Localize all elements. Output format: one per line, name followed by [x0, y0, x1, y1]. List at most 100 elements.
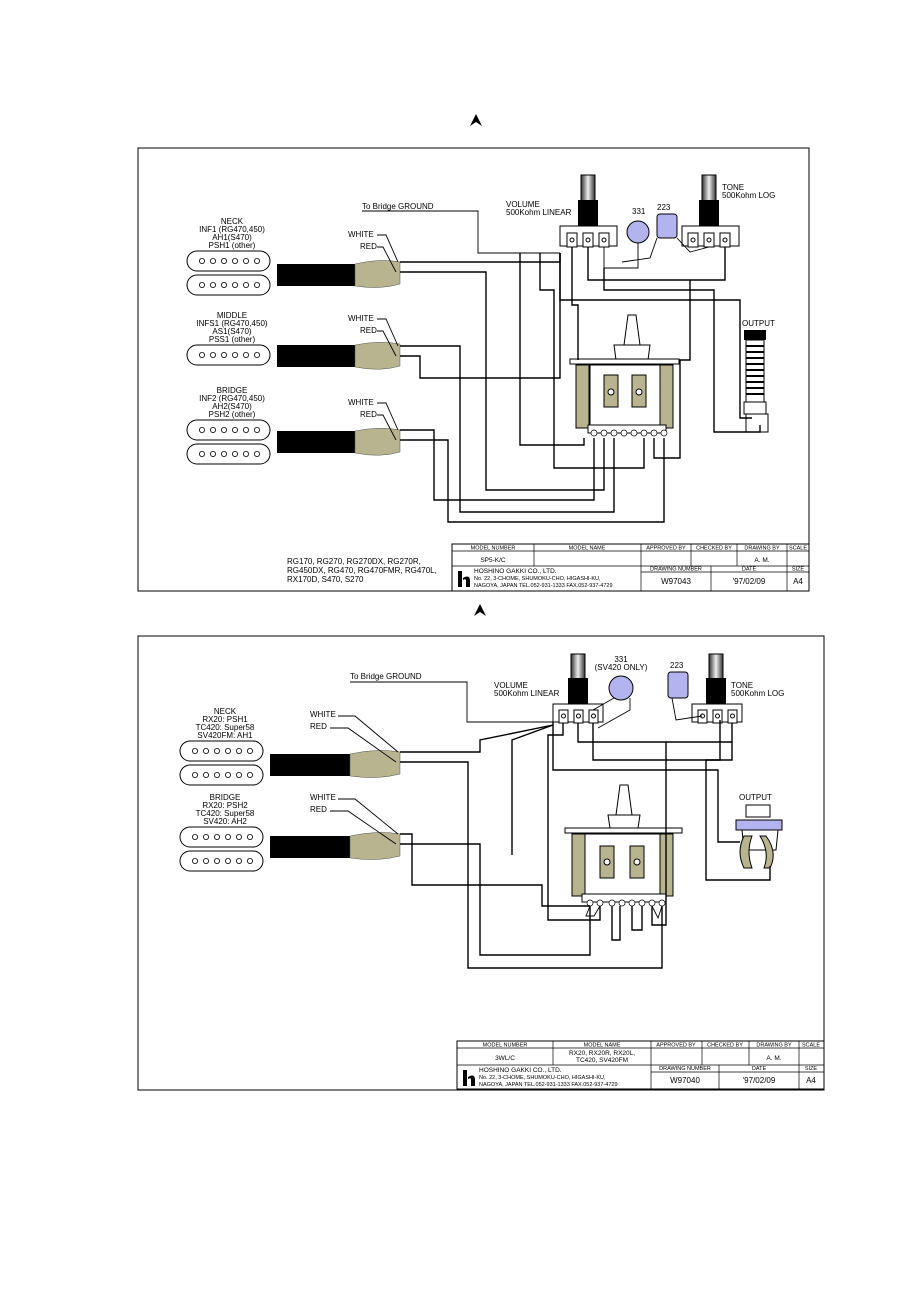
svg-text:NAGOYA, JAPAN TEL.052-931-13: NAGOYA, JAPAN TEL.052-931-1333 FAX.052-9…	[474, 583, 613, 589]
cap-331-label: 331	[614, 655, 628, 664]
neck-red-label: RED	[310, 722, 327, 731]
middle-line-2: AS1(S470)	[212, 327, 251, 336]
neck-line-1: INF1 (RG470,450)	[199, 225, 265, 234]
volume-label-1: VOLUME	[506, 200, 540, 209]
bridge-red-label: RED	[310, 805, 327, 814]
svg-text:DRAWING BY: DRAWING BY	[744, 546, 780, 552]
bridge-line-3: SV420: AH2	[203, 817, 247, 826]
svg-text:DATE: DATE	[752, 1066, 767, 1072]
up-arrow-icon	[474, 604, 486, 616]
output-label: OUTPUT	[739, 793, 772, 802]
svg-text:DRAWING NUMBER: DRAWING NUMBER	[650, 567, 702, 573]
middle-title: MIDDLE	[217, 311, 247, 320]
bridge-line-2: AH2(S470)	[212, 402, 252, 411]
drawing-number: W97043	[661, 577, 691, 586]
tone-label-1: TONE	[722, 183, 744, 192]
svg-text:APPROVED BY: APPROVED BY	[646, 546, 686, 552]
svg-text:DRAWING BY: DRAWING BY	[756, 1043, 792, 1049]
company-logo	[463, 1070, 475, 1086]
model-number: SP5-K/C	[480, 557, 506, 564]
middle-line-3: PSS1 (other)	[209, 335, 256, 344]
bridge-cable	[270, 836, 350, 858]
bridge-red-label: RED	[360, 410, 377, 419]
three-way-switch	[564, 784, 683, 920]
svg-text:SIZE: SIZE	[792, 567, 805, 573]
middle-white-label: WHITE	[348, 314, 374, 323]
bridge-white-label: WHITE	[310, 793, 336, 802]
svg-text:No. 22, 3-CHOME, SHUMOKU-CHO,: No. 22, 3-CHOME, SHUMOKU-CHO, HIGASHI-KU…	[474, 576, 601, 582]
tone-pot	[681, 174, 740, 248]
neck-white-label: WHITE	[348, 230, 374, 239]
diagram-2: To Bridge GROUND NECK RX20: PSH1 TC420: …	[137, 635, 825, 1091]
ground-label: To Bridge GROUND	[362, 202, 434, 211]
model-name-2: TC420, SV420FM	[576, 1057, 628, 1064]
capacitor-331	[626, 220, 650, 244]
drawing-date: '97/02/09	[733, 577, 766, 586]
drawn-by: A. M.	[766, 1055, 781, 1062]
bridge-title: BRIDGE	[210, 793, 241, 802]
output-label: OUTPUT	[742, 319, 775, 328]
volume-label-2: 500Kohm LINEAR	[506, 208, 572, 217]
bridge-cable	[277, 431, 355, 453]
tone-label-2: 500Kohm LOG	[731, 689, 784, 698]
neck-humbucker	[186, 250, 271, 296]
neck-red-label: RED	[360, 242, 377, 251]
svg-text:MODEL NAME: MODEL NAME	[569, 546, 606, 552]
svg-text:MODEL NAME: MODEL NAME	[584, 1043, 621, 1049]
svg-text:NAGOYA, JAPAN TEL.052-931-13: NAGOYA, JAPAN TEL.052-931-1333 FAX.052-9…	[479, 1082, 618, 1088]
volume-label-2: 500Kohm LINEAR	[494, 689, 560, 698]
middle-cable	[277, 345, 355, 367]
neck-line-2: AH1(S470)	[212, 233, 252, 242]
svg-text:SIZE: SIZE	[805, 1066, 818, 1072]
neck-cable	[277, 264, 355, 286]
svg-text:DRAWING NUMBER: DRAWING NUMBER	[659, 1066, 711, 1072]
neck-title: NECK	[214, 707, 237, 716]
model-name-1: RX20, RX20R, RX20L,	[569, 1050, 635, 1057]
up-arrow-icon	[470, 114, 482, 126]
diagram-frame	[137, 635, 825, 1091]
tone-label-1: TONE	[731, 681, 753, 690]
drawn-by: A. M.	[754, 557, 769, 564]
svg-text:SCALE: SCALE	[789, 546, 807, 552]
model-list-1: RG170, RG270, RG270DX, RG270R,	[287, 557, 421, 566]
drawing-number: W97040	[670, 1076, 700, 1085]
cap-331-label: 331	[632, 207, 646, 216]
output-jack	[735, 804, 783, 869]
capacitor-331	[608, 675, 634, 701]
bridge-humbucker	[186, 419, 271, 465]
company-name: HOSHINO GAKKI CO., LTD.	[479, 1067, 562, 1074]
neck-line-1: RX20: PSH1	[202, 715, 248, 724]
neck-humbucker	[179, 740, 264, 786]
middle-line-1: INFS1 (RG470,450)	[196, 319, 267, 328]
svg-text:CHECKED BY: CHECKED BY	[707, 1043, 743, 1049]
neck-line-2: TC420: Super58	[196, 723, 255, 732]
svg-text:No. 22, 3-CHOME, SHUMOKU-CHO,: No. 22, 3-CHOME, SHUMOKU-CHO, HIGASHI-KU…	[479, 1075, 606, 1081]
tone-label-2: 500Kohm LOG	[722, 191, 775, 200]
bridge-white-label: WHITE	[348, 398, 374, 407]
title-block: MODEL NUMBER MODEL NAME APPROVED BY CHEC…	[451, 543, 810, 592]
company-name: HOSHINO GAKKI CO., LTD.	[474, 568, 557, 575]
paper-size: A4	[806, 1076, 816, 1085]
neck-line-3: SV420FM: AH1	[197, 731, 253, 740]
volume-label-1: VOLUME	[494, 681, 528, 690]
paper-size: A4	[793, 577, 803, 586]
middle-single-coil	[186, 344, 271, 366]
model-list-3: RX170D, S470, S270	[287, 575, 364, 584]
ground-label: To Bridge GROUND	[350, 672, 422, 681]
bridge-line-1: RX20: PSH2	[202, 801, 248, 810]
cap-223-label: 223	[670, 661, 684, 670]
cap-223-label: 223	[657, 203, 671, 212]
tone-pot	[691, 653, 743, 724]
volume-pot	[559, 174, 618, 248]
diagram-1: To Bridge GROUND NECK INF1 (RG470,450) A…	[137, 147, 810, 592]
volume-pot	[552, 653, 604, 724]
drawing-date: '97/02/09	[743, 1076, 776, 1085]
neck-line-3: PSH1 (other)	[209, 241, 256, 250]
bridge-line-2: TC420: Super58	[196, 809, 255, 818]
svg-text:APPROVED BY: APPROVED BY	[656, 1043, 696, 1049]
capacitor-223	[656, 213, 678, 239]
middle-red-label: RED	[360, 326, 377, 335]
bridge-humbucker	[179, 826, 264, 872]
output-jack	[743, 330, 769, 433]
